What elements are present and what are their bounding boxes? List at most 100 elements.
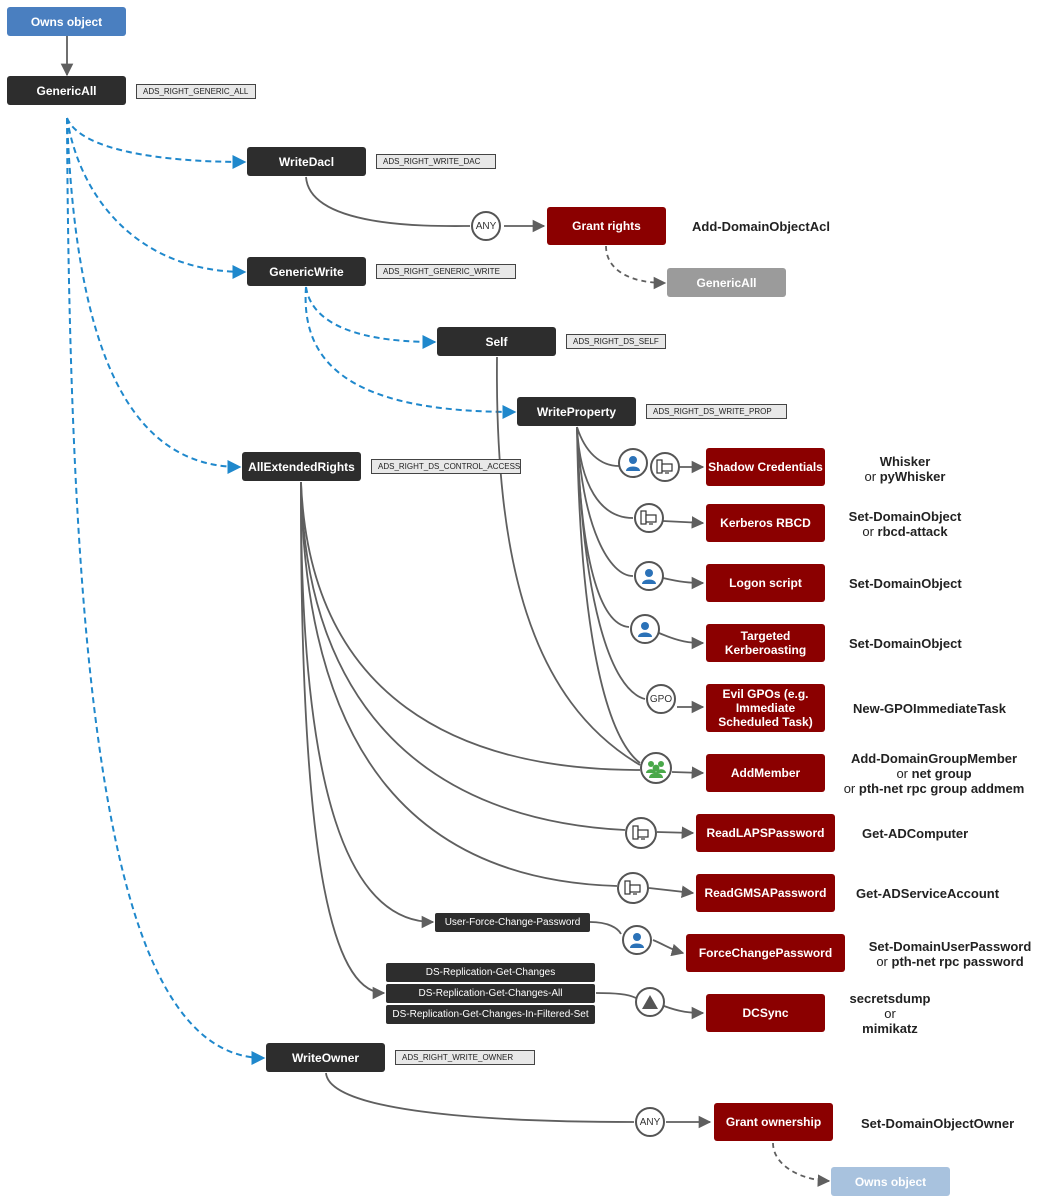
- node-write-dacl[interactable]: WriteDacl: [247, 147, 366, 176]
- node-owns-object[interactable]: Owns object: [7, 7, 126, 36]
- node-dcsync[interactable]: DCSync: [706, 994, 825, 1032]
- node-force-change-password[interactable]: ForceChangePassword: [686, 934, 845, 972]
- edge-genericall-writedacl: [66, 117, 247, 169]
- edge-user-fcp: [652, 939, 685, 957]
- user-icon: [630, 614, 660, 644]
- edge-addmember-box: [671, 766, 705, 779]
- node-generic-all[interactable]: GenericAll: [7, 76, 126, 105]
- tool-pth-net-rpc-group-addmem: pth-net rpc group addmem: [858, 781, 1025, 796]
- user-icon: [618, 448, 648, 478]
- edge-ufcp-user: [589, 921, 622, 935]
- or-word: or: [864, 469, 877, 484]
- tool-set-domain-user-password-name: Set-DomainUserPassword: [868, 939, 1032, 954]
- edge-aer-laps: [300, 481, 626, 831]
- pill-ds-replication-get-changes[interactable]: DS-Replication-Get-Changes: [386, 963, 595, 982]
- or-word: or: [884, 1006, 896, 1021]
- tool-whisker: Whisker or pyWhisker: [864, 454, 946, 484]
- edge-genericall-writeowner: [66, 117, 266, 1065]
- tool-net-group-line: or net group: [836, 766, 1032, 781]
- node-evil-gpos[interactable]: Evil GPOs (e.g. Immediate Scheduled Task…: [706, 684, 825, 732]
- node-logon-script[interactable]: Logon script: [706, 564, 825, 602]
- edge-genericwrite-writeproperty: [304, 286, 517, 419]
- edge-aer-addmember: [300, 481, 641, 771]
- node-targeted-kerberoasting[interactable]: Targeted Kerberoasting: [706, 624, 825, 662]
- edge-aer-gmsa: [300, 481, 618, 887]
- edge-gmsa-box: [648, 885, 695, 898]
- user-icon: [622, 925, 652, 955]
- pill-user-force-change-password[interactable]: User-Force-Change-Password: [435, 913, 590, 932]
- any-icon: ANY: [471, 211, 501, 241]
- computer-icon: [617, 872, 649, 904]
- label-ads-right-generic-all: ADS_RIGHT_GENERIC_ALL: [136, 84, 256, 99]
- edge-self-addmember: [496, 356, 641, 766]
- tool-set-domain-object: Set-DomainObject: [849, 636, 962, 651]
- edge-dsrep-dc: [595, 992, 637, 999]
- label-ads-right-ds-control-access: ADS_RIGHT_DS_CONTROL_ACCESS: [371, 459, 521, 474]
- any-icon: ANY: [635, 1107, 665, 1137]
- edge-genericwrite-self: [305, 286, 437, 349]
- edge-laps-box: [656, 826, 695, 839]
- or-word: or: [843, 781, 856, 796]
- edge-grantownership-owns: [772, 1142, 831, 1187]
- edge-genericall-genericwrite: [66, 117, 247, 279]
- tool-get-adservice-account: Get-ADServiceAccount: [856, 886, 1000, 901]
- label-ads-right-write-dac: ADS_RIGHT_WRITE_DAC: [376, 154, 496, 169]
- gpo-icon: GPO: [646, 684, 676, 714]
- tool-pth-net-rpc-group-addmem-line: or pth-net rpc group addmem: [836, 781, 1032, 796]
- label-ads-right-ds-write-prop: ADS_RIGHT_DS_WRITE_PROP: [646, 404, 787, 419]
- node-all-extended-rights[interactable]: AllExtendedRights: [242, 452, 361, 481]
- node-generic-all-result[interactable]: GenericAll: [667, 268, 786, 297]
- or-word: or: [862, 524, 874, 539]
- edge-kerb-box: [658, 632, 705, 650]
- node-write-property[interactable]: WriteProperty: [517, 397, 636, 426]
- tool-add-domain-object-acl: Add-DomainObjectAcl: [692, 219, 830, 234]
- edge-genericall-allextendedrights: [66, 117, 242, 474]
- edge-wp-shadow: [576, 426, 620, 467]
- node-read-gmsa-password[interactable]: ReadGMSAPassword: [696, 874, 835, 912]
- node-generic-write[interactable]: GenericWrite: [247, 257, 366, 286]
- node-shadow-credentials[interactable]: Shadow Credentials: [706, 448, 825, 486]
- node-read-laps-password[interactable]: ReadLAPSPassword: [696, 814, 835, 852]
- computer-icon: [625, 817, 657, 849]
- tool-add-domain-group-member-name: Add-DomainGroupMember: [850, 751, 1018, 766]
- tool-set-domain-user-password: Set-DomainUserPassword or pth-net rpc pa…: [866, 939, 1034, 969]
- tool-pywhisker: pyWhisker: [879, 469, 946, 484]
- label-ads-right-write-owner: ADS_RIGHT_WRITE_OWNER: [395, 1050, 535, 1065]
- computer-icon: [634, 503, 664, 533]
- edge-grantrights-genericall: [605, 245, 667, 290]
- tool-pth-net-rpc-password: pth-net rpc password: [891, 954, 1024, 969]
- label-ads-right-generic-write: ADS_RIGHT_GENERIC_WRITE: [376, 264, 516, 279]
- node-kerberos-rbcd[interactable]: Kerberos RBCD: [706, 504, 825, 542]
- node-grant-rights[interactable]: Grant rights: [547, 207, 666, 245]
- edge-dc-dcsync: [663, 1005, 705, 1020]
- tool-rbcd-attack: rbcd-attack: [877, 524, 948, 539]
- tool-secretsdump: secretsdump: [849, 991, 931, 1006]
- node-self[interactable]: Self: [437, 327, 556, 356]
- domain-controller-icon: [635, 987, 665, 1017]
- tool-mimikatz: mimikatz: [862, 1021, 918, 1036]
- user-icon: [634, 561, 664, 591]
- node-grant-ownership[interactable]: Grant ownership: [714, 1103, 833, 1141]
- pill-ds-replication-get-changes-all[interactable]: DS-Replication-Get-Changes-All: [386, 984, 595, 1003]
- tool-set-domain-object: Set-DomainObject: [849, 576, 962, 591]
- tool-pywhisker-line: or pyWhisker: [864, 469, 946, 484]
- group-icon: [640, 752, 672, 784]
- edge-writeowner-any: [325, 1072, 635, 1123]
- tool-set-domain-object: Set-DomainObject: [848, 509, 962, 524]
- edge-wp-gpo: [576, 426, 646, 700]
- node-write-owner[interactable]: WriteOwner: [266, 1043, 385, 1072]
- tool-set-domain-object-rbcd: Set-DomainObject or rbcd-attack: [846, 509, 964, 539]
- computer-icon: [650, 452, 680, 482]
- or-word: or: [896, 766, 908, 781]
- tool-pth-net-rpc-password-line: or pth-net rpc password: [866, 954, 1034, 969]
- pill-ds-replication-get-changes-in-filtered-set[interactable]: DS-Replication-Get-Changes-In-Filtered-S…: [386, 1005, 595, 1024]
- tool-new-gpo-immediate-task: New-GPOImmediateTask: [853, 701, 1006, 716]
- node-owns-object-result[interactable]: Owns object: [831, 1167, 950, 1196]
- or-word: or: [876, 954, 888, 969]
- edge-wp-addmember: [576, 426, 641, 764]
- node-add-member[interactable]: AddMember: [706, 754, 825, 792]
- label-ads-right-ds-self: ADS_RIGHT_DS_SELF: [566, 334, 666, 349]
- edge-rbcd-box: [662, 516, 705, 529]
- tool-whisker-name: Whisker: [879, 454, 931, 469]
